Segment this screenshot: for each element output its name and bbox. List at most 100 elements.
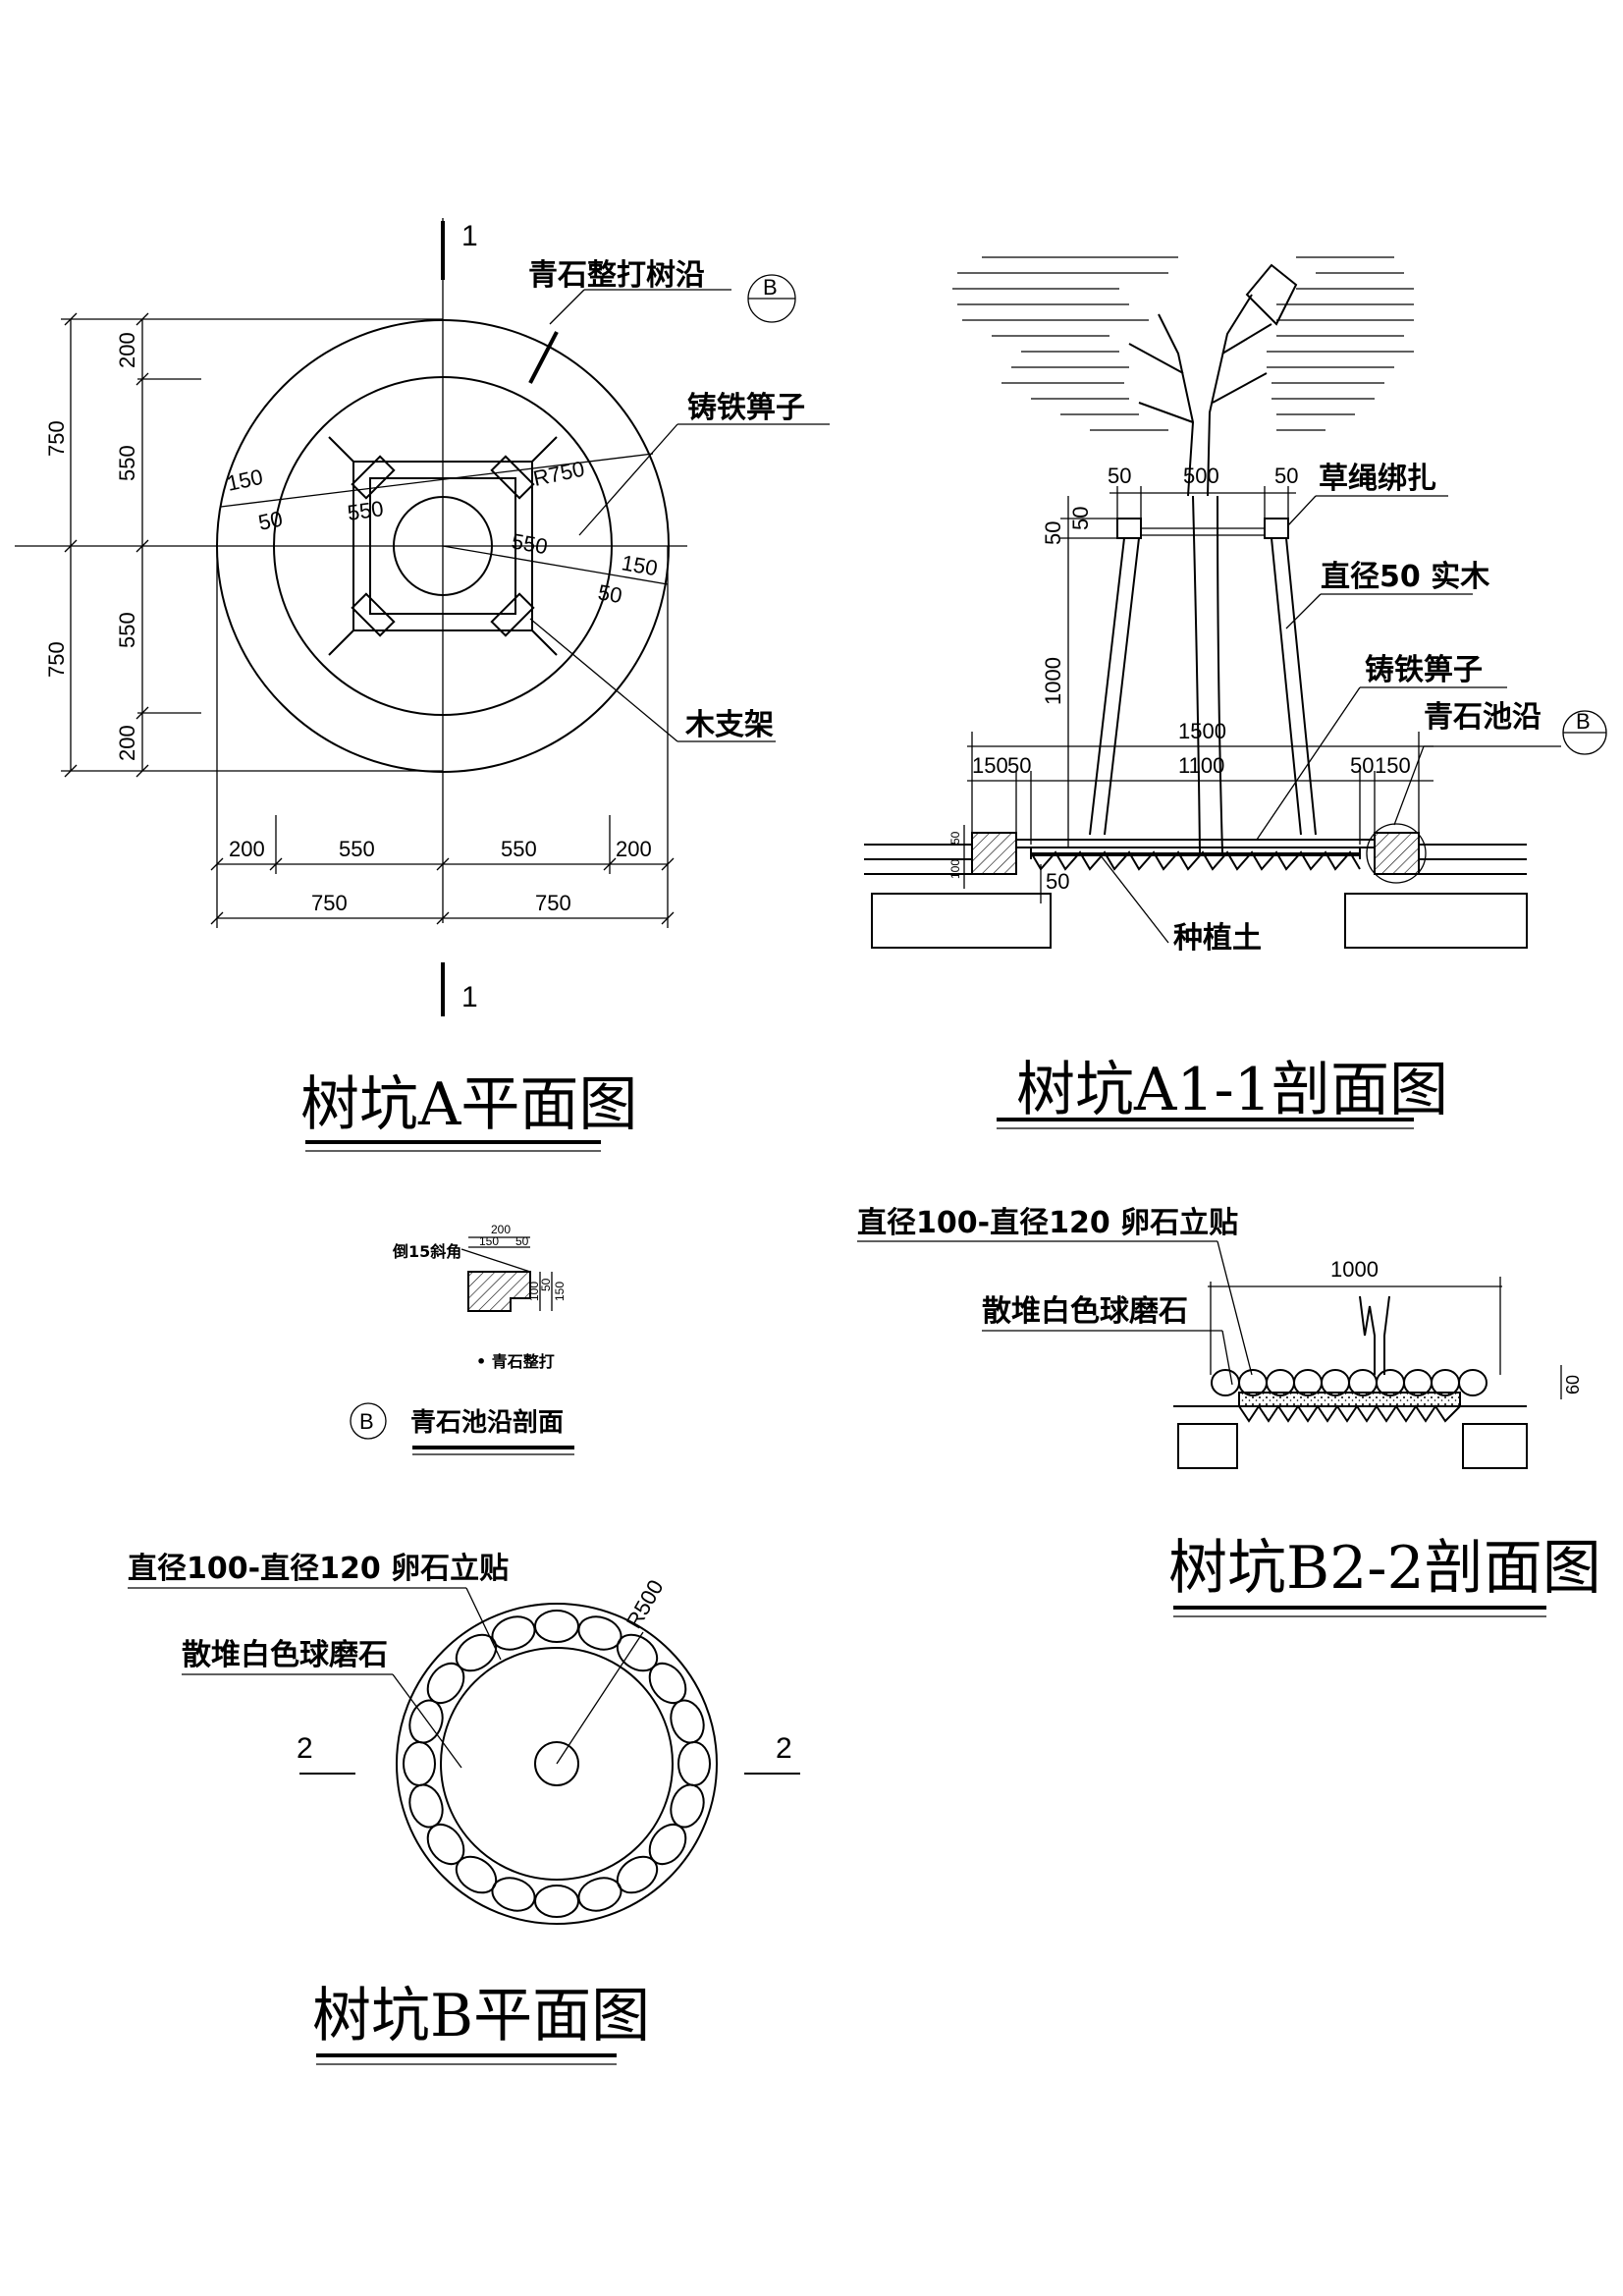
title-plan-a: 树坑A平面图 <box>300 1070 637 1139</box>
marker-b-circle <box>350 1402 387 1440</box>
svg-text:550: 550 <box>339 837 375 861</box>
svg-text:60: 60 <box>1563 1375 1583 1394</box>
radius-line-2 <box>442 545 669 585</box>
plan-b: 直径100-直径120 卵石立贴 散堆白色球磨石 <box>128 1552 800 2065</box>
label-pebble-b: 直径100-直径120 卵石立贴 <box>857 1206 1238 1240</box>
stone-profile <box>467 1271 531 1312</box>
svg-text:50: 50 <box>1274 464 1298 488</box>
svg-text:2: 2 <box>776 1732 792 1765</box>
tree-canopy <box>952 256 1414 431</box>
svg-text:50: 50 <box>1350 753 1374 778</box>
cut-label-top: 1 <box>461 220 478 252</box>
svg-text:500: 500 <box>1183 464 1219 488</box>
svg-text:50: 50 <box>1007 753 1031 778</box>
svg-text:50: 50 <box>539 1278 553 1291</box>
dims-base: 100 50 50 <box>948 825 1069 903</box>
label-grate: 铸铁箅子 <box>687 391 805 425</box>
svg-text:B: B <box>359 1409 374 1434</box>
title-edge-section: 青石池沿剖面 <box>410 1407 564 1438</box>
tree-trunk <box>1128 263 1298 853</box>
section-a: 50 500 50 50 50 1000 草绳绑扎 直径50 实木 铸铁箅子 青… <box>864 256 1607 1129</box>
trunk-circle <box>393 496 493 596</box>
svg-text:1000: 1000 <box>1330 1257 1379 1282</box>
radius-line-b <box>556 1631 644 1765</box>
svg-text:1500: 1500 <box>1178 719 1226 743</box>
pebble-ring <box>403 1610 711 1918</box>
label-wood: 直径50 实木 <box>1321 560 1489 594</box>
plan-a: 1 1 150 50 550 R750 550 150 50 <box>15 218 830 1152</box>
label-rope: 草绳绑扎 <box>1319 462 1436 496</box>
title-plan-b: 树坑B平面图 <box>312 1982 650 2050</box>
label-edge-a: 青石池沿 <box>1424 700 1542 735</box>
svg-text:50: 50 <box>1108 464 1131 488</box>
svg-text:50: 50 <box>1046 869 1069 894</box>
svg-text:100: 100 <box>948 859 962 879</box>
svg-text:1000: 1000 <box>1041 657 1065 705</box>
svg-text:1100: 1100 <box>1178 753 1224 778</box>
dim-50-left: 50 <box>256 506 285 535</box>
label-stone-b: 散堆白色球磨石 <box>982 1294 1188 1329</box>
edge-leader <box>549 289 585 325</box>
plan-b-inner <box>440 1647 674 1881</box>
svg-text:50: 50 <box>948 831 962 845</box>
label-soil: 种植土 <box>1173 921 1262 956</box>
svg-text:550: 550 <box>115 612 139 648</box>
svg-text:200: 200 <box>229 837 265 861</box>
label-grate-a: 铸铁箅子 <box>1365 653 1483 687</box>
dim-150-right: 150 <box>620 550 660 580</box>
section-b: 直径100-直径120 卵石立贴 散堆白色球磨石 1000 60 <box>857 1206 1601 1617</box>
svg-text:50: 50 <box>1041 521 1065 545</box>
svg-text:2: 2 <box>297 1732 313 1765</box>
svg-text:750: 750 <box>44 641 69 678</box>
svg-text:750: 750 <box>44 420 69 457</box>
dim-chain-left: 200 550 550 200 750 750 <box>44 312 443 778</box>
svg-text:200: 200 <box>115 725 139 761</box>
plan-b-outer <box>396 1603 718 1925</box>
svg-text:50: 50 <box>515 1234 529 1248</box>
svg-text:B: B <box>1576 709 1591 734</box>
svg-text:B: B <box>763 275 778 300</box>
edge-section: 倒15斜角 200 150 50 100 50 150 • 青石整打 B 青石池… <box>350 1223 574 1455</box>
svg-text:100: 100 <box>527 1282 541 1301</box>
plan-b-trunk <box>534 1741 579 1786</box>
dim-r500: R500 <box>622 1575 669 1632</box>
svg-text:200: 200 <box>115 332 139 368</box>
dims-top: 50 500 50 <box>1108 464 1298 520</box>
svg-text:150: 150 <box>972 753 1008 778</box>
grate-leader <box>578 423 678 536</box>
title-section-b: 树坑B2-2剖面图 <box>1168 1534 1601 1603</box>
dim-550-left: 550 <box>346 496 385 525</box>
edge-leader-mark <box>528 331 559 384</box>
svg-text:750: 750 <box>535 891 571 915</box>
svg-text:150: 150 <box>479 1234 499 1248</box>
svg-text:550: 550 <box>115 445 139 481</box>
label-material: • 青石整打 <box>476 1352 555 1371</box>
svg-text:750: 750 <box>311 891 348 915</box>
wood-supports <box>1089 518 1317 836</box>
cut-label-bottom: 1 <box>461 981 478 1013</box>
svg-text:550: 550 <box>501 837 537 861</box>
label-chamfer: 倒15斜角 <box>392 1242 461 1261</box>
frame-leader <box>529 618 678 742</box>
dim-50-right: 50 <box>596 579 623 608</box>
svg-text:50: 50 <box>1068 507 1093 530</box>
pit-section: 种植土 <box>864 823 1528 956</box>
label-frame: 木支架 <box>684 708 774 742</box>
wood-frame <box>328 436 558 656</box>
ref-marker-b-section: B <box>1562 709 1607 755</box>
dim-chain-bottom: 200 550 550 200 750 750 <box>210 546 675 928</box>
inner-circle <box>273 376 613 716</box>
svg-text:200: 200 <box>616 837 652 861</box>
title-section-a: 树坑A1-1剖面图 <box>1016 1056 1448 1124</box>
dims-total: 1500 150 50 1100 50 150 <box>967 719 1434 845</box>
label-pebble-plan: 直径100-直径120 卵石立贴 <box>128 1552 509 1586</box>
radius-line <box>220 453 654 508</box>
dim-r750: R750 <box>531 457 587 491</box>
ref-marker-b: B <box>747 274 796 323</box>
svg-text:150: 150 <box>553 1282 567 1301</box>
svg-text:200: 200 <box>491 1223 511 1236</box>
label-stone-plan: 散堆白色球磨石 <box>182 1638 388 1672</box>
dims-left: 50 50 1000 <box>1041 496 1117 847</box>
label-edge: 青石整打树沿 <box>528 258 705 293</box>
